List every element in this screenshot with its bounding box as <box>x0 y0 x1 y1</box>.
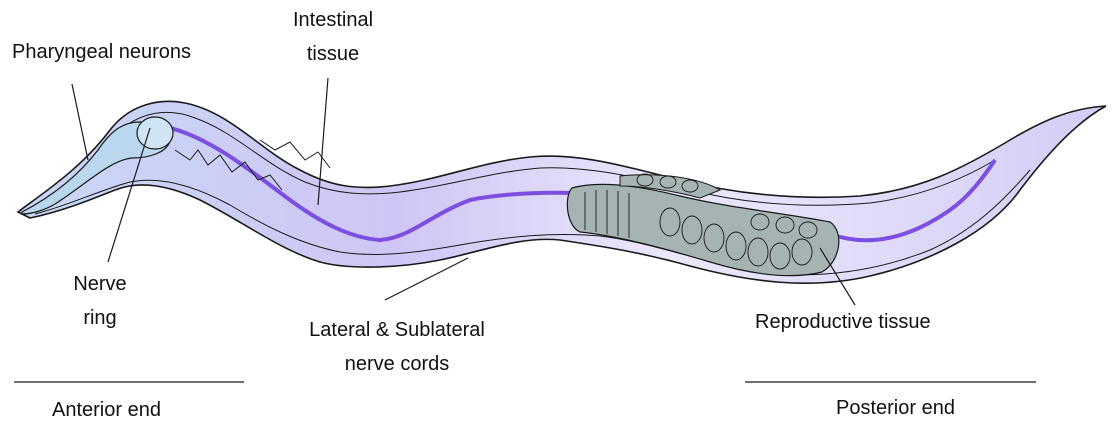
label-lateral-cords-line2: nerve cords <box>282 352 512 376</box>
label-lateral-cords-line1: Lateral & Sublateral <box>282 318 512 342</box>
label-nerve-ring-line1: Nerve <box>60 272 140 296</box>
label-intestinal-tissue-line1: Intestinal <box>283 8 383 32</box>
label-posterior-end: Posterior end <box>836 396 955 420</box>
pharyngeal-bulb <box>137 117 173 149</box>
leader-pharyngeal-neurons <box>72 84 88 160</box>
label-nerve-ring-line2: ring <box>60 306 140 330</box>
label-reproductive-tissue: Reproductive tissue <box>755 310 931 334</box>
label-anterior-end: Anterior end <box>52 398 161 422</box>
reproductive-tissue <box>567 174 839 276</box>
label-pharyngeal-neurons: Pharyngeal neurons <box>12 40 191 64</box>
label-intestinal-tissue-line2: tissue <box>283 42 383 66</box>
